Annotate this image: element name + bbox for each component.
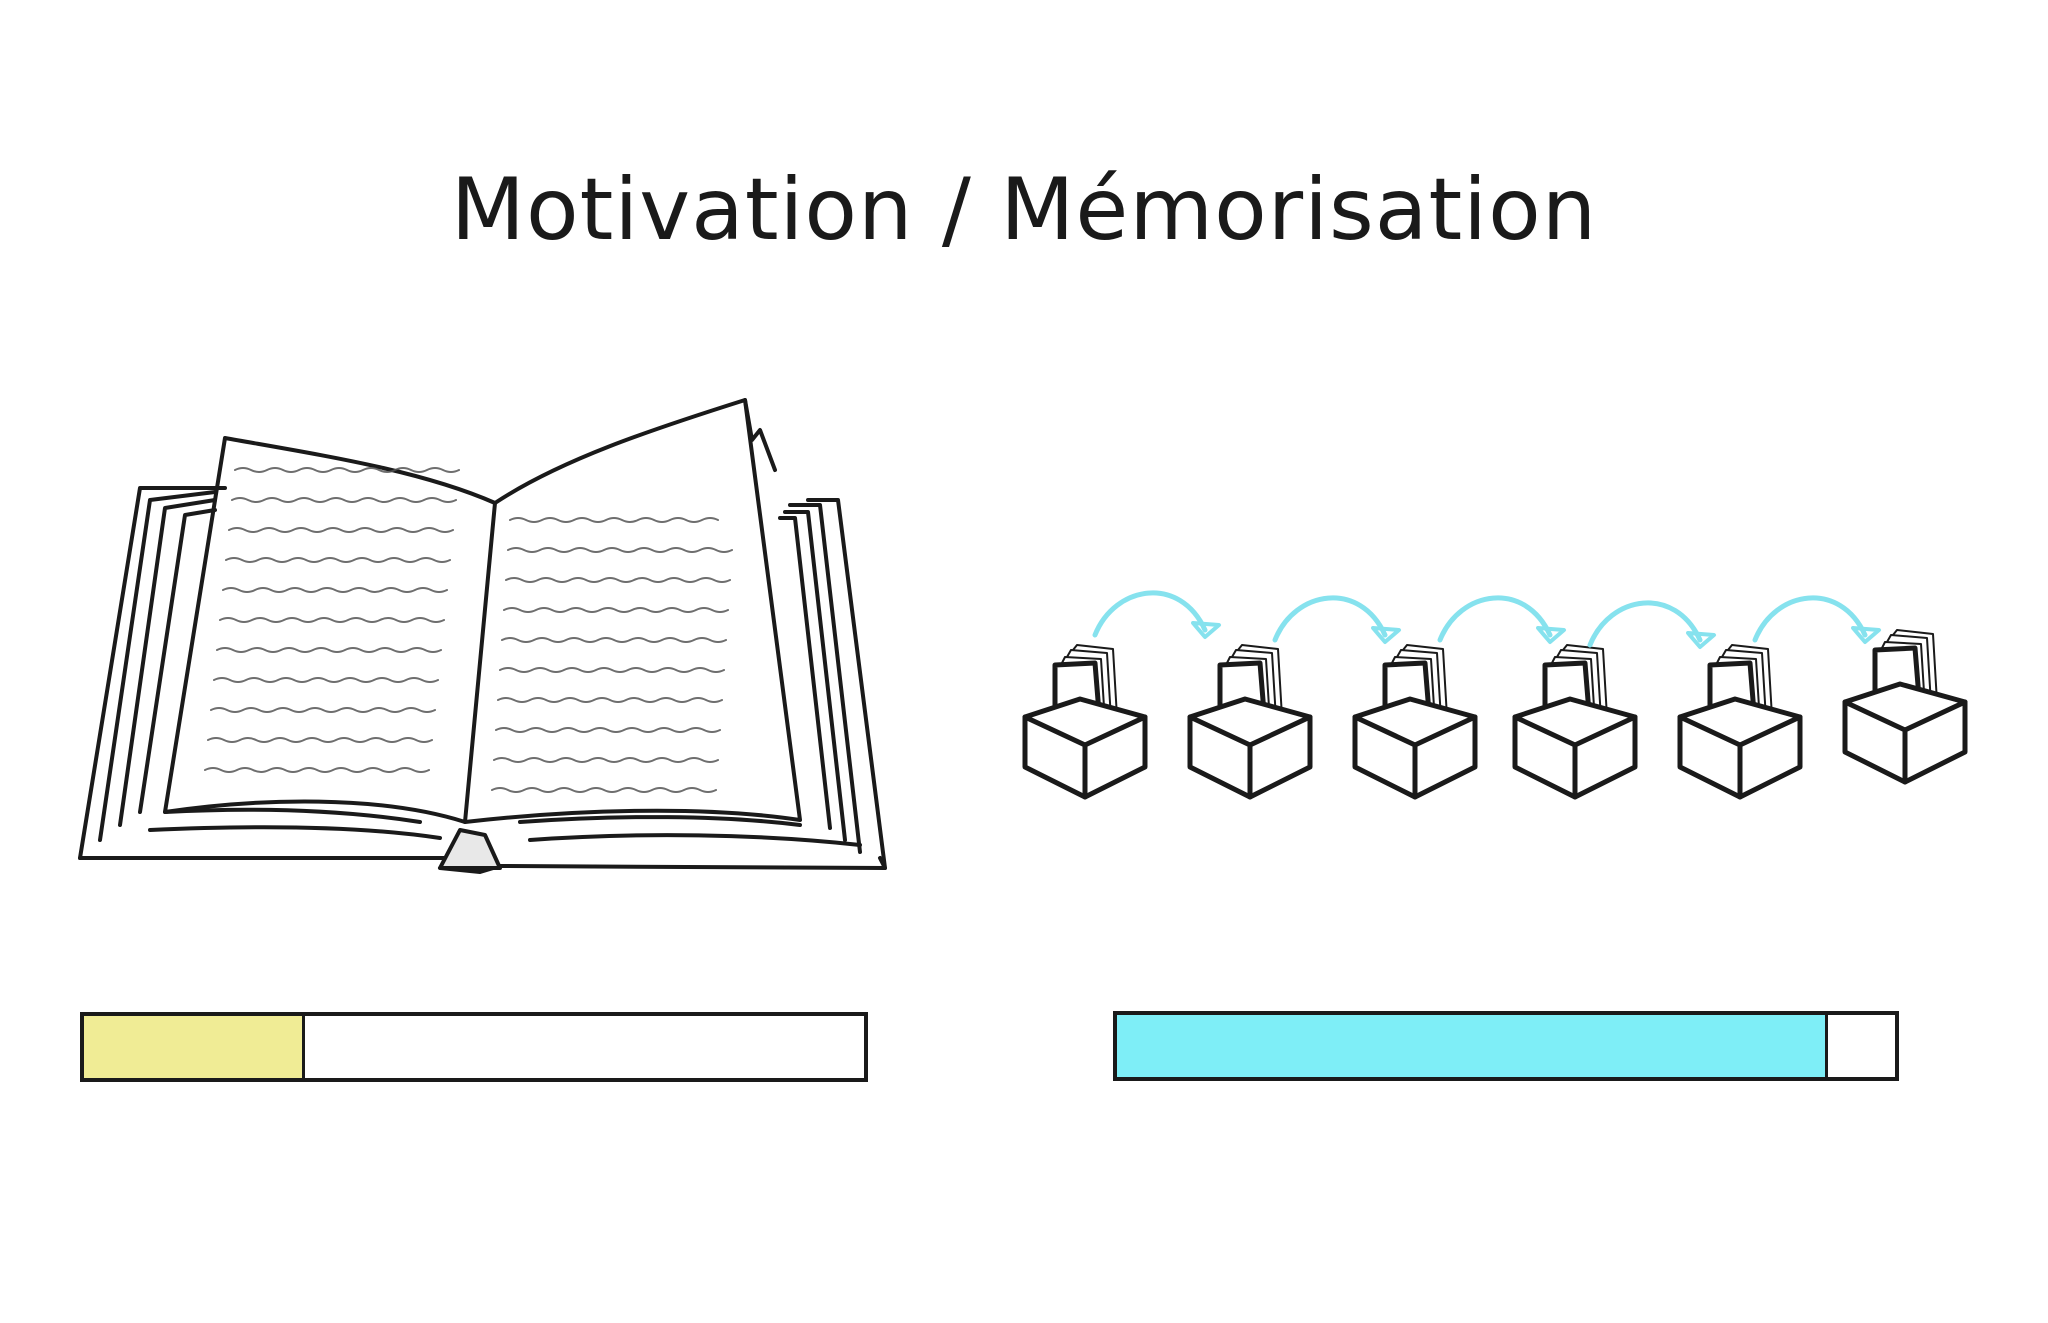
- memorisation-progress-bar: [1113, 1011, 1899, 1081]
- arrow-icon: [1440, 598, 1564, 642]
- arrow-icon: [1590, 603, 1714, 647]
- card-box-icon: [1515, 645, 1635, 797]
- card-box-icon: [1190, 645, 1310, 797]
- motivation-progress-fill: [84, 1016, 306, 1078]
- card-box-icon: [1355, 645, 1475, 797]
- card-box-icon: [1845, 630, 1965, 782]
- card-box-icon: [1680, 645, 1800, 797]
- arrow-icon: [1095, 593, 1219, 637]
- arrow-icon: [1755, 598, 1879, 642]
- arrow-icon: [1275, 598, 1399, 642]
- motivation-progress-bar: [80, 1012, 868, 1082]
- page-title: Motivation / Mémorisation: [450, 160, 1598, 260]
- memorisation-progress-fill: [1117, 1015, 1828, 1077]
- card-box-icon: [1025, 645, 1145, 797]
